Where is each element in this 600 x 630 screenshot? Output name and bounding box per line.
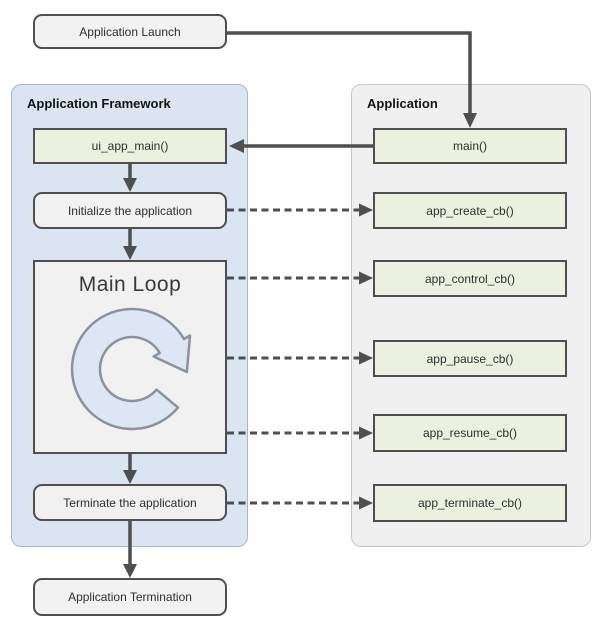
- node-app-control-cb: app_control_cb(): [373, 260, 567, 297]
- node-app-pause-cb: app_pause_cb(): [373, 340, 567, 377]
- node-application-launch: Application Launch: [33, 14, 227, 49]
- framework-panel-title: Application Framework: [27, 96, 171, 111]
- node-terminate-application: Terminate the application: [33, 484, 227, 521]
- arrow-launch-to-main: [227, 31, 472, 114]
- arrowhead-into-initialize: [123, 178, 137, 192]
- arrowhead-into-control-cb: [359, 271, 373, 285]
- arrowhead-into-resume-cb: [359, 426, 373, 440]
- arrowhead-into-main: [463, 113, 477, 128]
- arrowhead-into-main-loop: [123, 246, 137, 260]
- clockwise-loop-arrow-icon: [70, 307, 192, 431]
- arrowhead-into-terminate-cb: [359, 496, 373, 510]
- loop-arrow-shape: [70, 307, 192, 431]
- node-main: main(): [373, 128, 567, 164]
- node-app-resume-cb: app_resume_cb(): [373, 414, 567, 452]
- arrowhead-into-terminate: [123, 470, 137, 484]
- application-panel-title: Application: [367, 96, 438, 111]
- arrowhead-into-pause-cb: [359, 351, 373, 365]
- node-initialize-application: Initialize the application: [33, 192, 227, 229]
- node-main-loop: Main Loop: [33, 260, 227, 454]
- arrowhead-into-ui-app-main: [229, 139, 244, 153]
- node-app-terminate-cb: app_terminate_cb(): [373, 484, 567, 522]
- node-app-create-cb: app_create_cb(): [373, 192, 567, 229]
- node-ui-app-main: ui_app_main(): [33, 128, 227, 164]
- arrowhead-into-termination: [123, 564, 137, 578]
- node-application-termination: Application Termination: [33, 578, 227, 616]
- arrowhead-into-create-cb: [359, 203, 373, 217]
- main-loop-label: Main Loop: [78, 273, 182, 296]
